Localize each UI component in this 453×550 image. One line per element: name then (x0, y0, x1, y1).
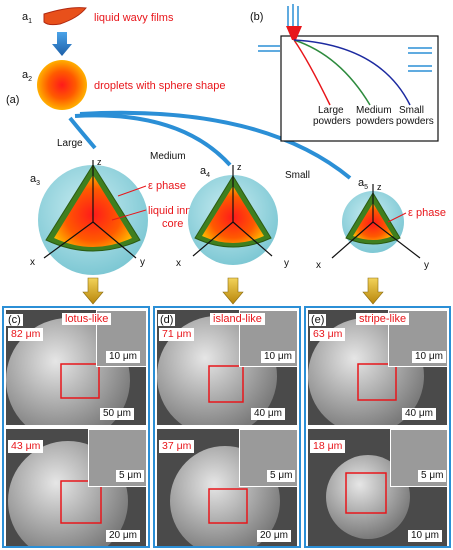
medium-axis-z-label: z (237, 162, 242, 172)
medium-axis-y-label: y (284, 258, 289, 269)
droplet-sphere (37, 60, 87, 110)
large-axis-z-label: z (97, 157, 102, 167)
inset-scale-label: 10 μm (412, 351, 446, 363)
zoom-box (208, 365, 244, 403)
sem-image-d-bottom: 37 μm 5 μm 20 μm (157, 429, 297, 546)
down-arrow-blue-1 (52, 32, 72, 56)
small-axis-y-label: y (424, 260, 429, 271)
down-arrow-large (82, 277, 104, 305)
trajectory-large (293, 39, 331, 106)
scale-bar-label: 20 μm (257, 530, 291, 542)
liquid-core-label-1: liquid inner (148, 205, 202, 217)
a4-label: a4 (200, 165, 210, 179)
a3-label: a3 (30, 173, 40, 187)
diameter-tag: 82 μm (8, 328, 44, 341)
sem-image-c-bottom: 43 μm 5 μm 20 μm (6, 429, 146, 546)
inset-scale-label: 10 μm (106, 351, 140, 363)
down-arrow-small (362, 277, 384, 305)
panel-b-label: (b) (250, 11, 263, 23)
b-large-label-2: powders (313, 116, 351, 127)
diameter-tag: 71 μm (159, 328, 195, 341)
diameter-tag: 63 μm (310, 328, 346, 341)
scale-bar-label: 40 μm (251, 408, 285, 420)
large-axis-x (43, 221, 94, 259)
inset-scale-label: 5 μm (116, 470, 145, 482)
medium-axis-x-label: x (176, 258, 181, 269)
zoom-box (60, 480, 102, 524)
zoom-box (208, 488, 248, 524)
panel-a-label: (a) (6, 94, 19, 106)
large-axis-y-label: y (140, 257, 145, 268)
inset-scale-label: 10 μm (261, 351, 295, 363)
eps-pointer-3 (387, 212, 407, 223)
trajectory-small (293, 39, 411, 106)
inset-scale-label: 5 μm (267, 470, 296, 482)
diameter-tag: 37 μm (159, 440, 195, 453)
down-arrow-medium (222, 277, 244, 305)
zoom-box (357, 363, 397, 401)
sem-image-c-top: 82 μm 10 μm 50 μm (6, 310, 146, 425)
medium-axis-y (232, 221, 273, 257)
scale-bar-label: 50 μm (100, 408, 134, 420)
large-axis-y (92, 221, 137, 259)
b-large-label-1: Large (318, 105, 344, 116)
flow-arrow-medium (74, 113, 232, 167)
nozzle (286, 26, 302, 40)
zoom-box (345, 472, 387, 514)
small-axis-x-label: x (316, 260, 321, 271)
small-axis-z-label: z (377, 182, 382, 192)
eps-pointer-1 (117, 185, 147, 197)
panel-c-title: lotus-like (62, 313, 112, 325)
liquid-core-label-2: core (162, 218, 183, 230)
b-small-label-2: powders (396, 116, 434, 127)
diameter-tag: 43 μm (8, 440, 44, 453)
small-axis-y (372, 221, 421, 259)
liquid-film-shape (43, 7, 87, 26)
zoom-box (60, 363, 100, 399)
a1-label: a1 (22, 11, 32, 25)
flow-arrow-large (68, 116, 97, 150)
scale-bar-label: 20 μm (106, 530, 140, 542)
small-label: Small (285, 170, 310, 181)
scale-bar-label: 40 μm (402, 408, 436, 420)
panel-e-label: (e) (309, 314, 327, 326)
sem-image-e-top: 63 μm 10 μm 40 μm (308, 310, 447, 425)
a5-label: a5 (358, 177, 368, 191)
b-small-label-1: Small (399, 105, 424, 116)
panel-e-title: stripe-like (356, 313, 410, 325)
b-medium-label-2: powders (356, 116, 394, 127)
panel-d-title: island-like (210, 313, 265, 325)
panel-e: 63 μm 10 μm 40 μm 18 μm 5 μm 10 μm (304, 306, 451, 548)
inset-scale-label: 5 μm (418, 470, 447, 482)
powder-particle (326, 455, 410, 539)
panel-c-label-outer: (c) (6, 314, 23, 326)
medium-axis-x (192, 221, 234, 257)
flow-arrow-small (79, 110, 352, 180)
trajectory-medium (293, 39, 371, 106)
large-label: Large (57, 138, 83, 149)
droplets-label: droplets with sphere shape (94, 80, 225, 92)
sem-image-d-top: 71 μm 10 μm 40 μm (157, 310, 297, 425)
b-medium-label-1: Medium (356, 105, 392, 116)
a2-label: a2 (22, 69, 32, 83)
diameter-tag: 18 μm (310, 440, 346, 453)
sem-image-e-bottom: 18 μm 5 μm 10 μm (308, 429, 447, 546)
small-axis-x (331, 221, 374, 259)
liquid-films-label: liquid wavy films (94, 12, 174, 24)
panel-d: 71 μm 10 μm 40 μm 37 μm 5 μm 20 μm (153, 306, 301, 548)
scale-bar-label: 10 μm (408, 530, 442, 542)
panel-d-label: (d) (158, 314, 176, 326)
panel-c: 82 μm 10 μm 50 μm 43 μm 5 μm 20 μm (c) (2, 306, 150, 548)
eps-phase-label-3: ε phase (408, 207, 446, 219)
eps-phase-label-1: ε phase (148, 180, 186, 192)
large-axis-x-label: x (30, 257, 35, 268)
core-pointer-1 (111, 209, 147, 221)
medium-label: Medium (150, 151, 186, 162)
